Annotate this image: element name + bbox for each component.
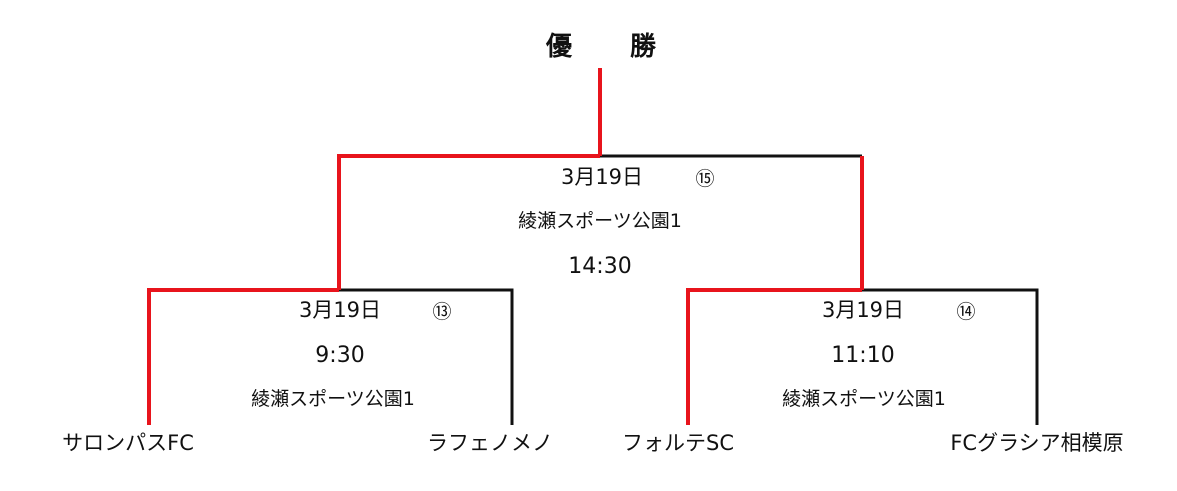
m14-date: 3月19日 [821, 298, 905, 322]
m14-loser-line [862, 288, 1039, 425]
team-la-fenomeno: ラフェノメノ [427, 431, 553, 455]
m13-time: 9:30 [315, 343, 365, 368]
m13-venue: 綾瀬スポーツ公園1 [251, 388, 415, 410]
bracket-black-lines [339, 154, 1039, 425]
bracket-winner-path [147, 68, 864, 425]
championship-title-char-2: 勝 [629, 32, 659, 62]
m15-time: 14:30 [568, 254, 632, 279]
m15-venue: 綾瀬スポーツ公園1 [518, 210, 682, 232]
championship-title-char-1: 優 [545, 32, 575, 62]
team-forte-sc: フォルテSC [622, 431, 734, 455]
m13-match-number: ⑬ [432, 301, 452, 323]
m15-date: 3月19日 [560, 165, 644, 189]
m14-winner-line [686, 288, 862, 425]
m14-venue: 綾瀬スポーツ公園1 [782, 388, 946, 410]
m13-loser-line [339, 288, 514, 425]
team-fc-gracia-sagamihara: FCグラシア相模原 [950, 431, 1124, 455]
m13-winner-line [147, 288, 339, 425]
m15-match-number: ⑮ [695, 168, 715, 190]
team-salonpas-fc: サロンパスFC [62, 431, 194, 455]
m14-time: 11:10 [831, 343, 895, 368]
m15-left-line [337, 154, 600, 290]
m13-date: 3月19日 [298, 298, 382, 322]
m14-match-number: ⑭ [956, 301, 976, 323]
